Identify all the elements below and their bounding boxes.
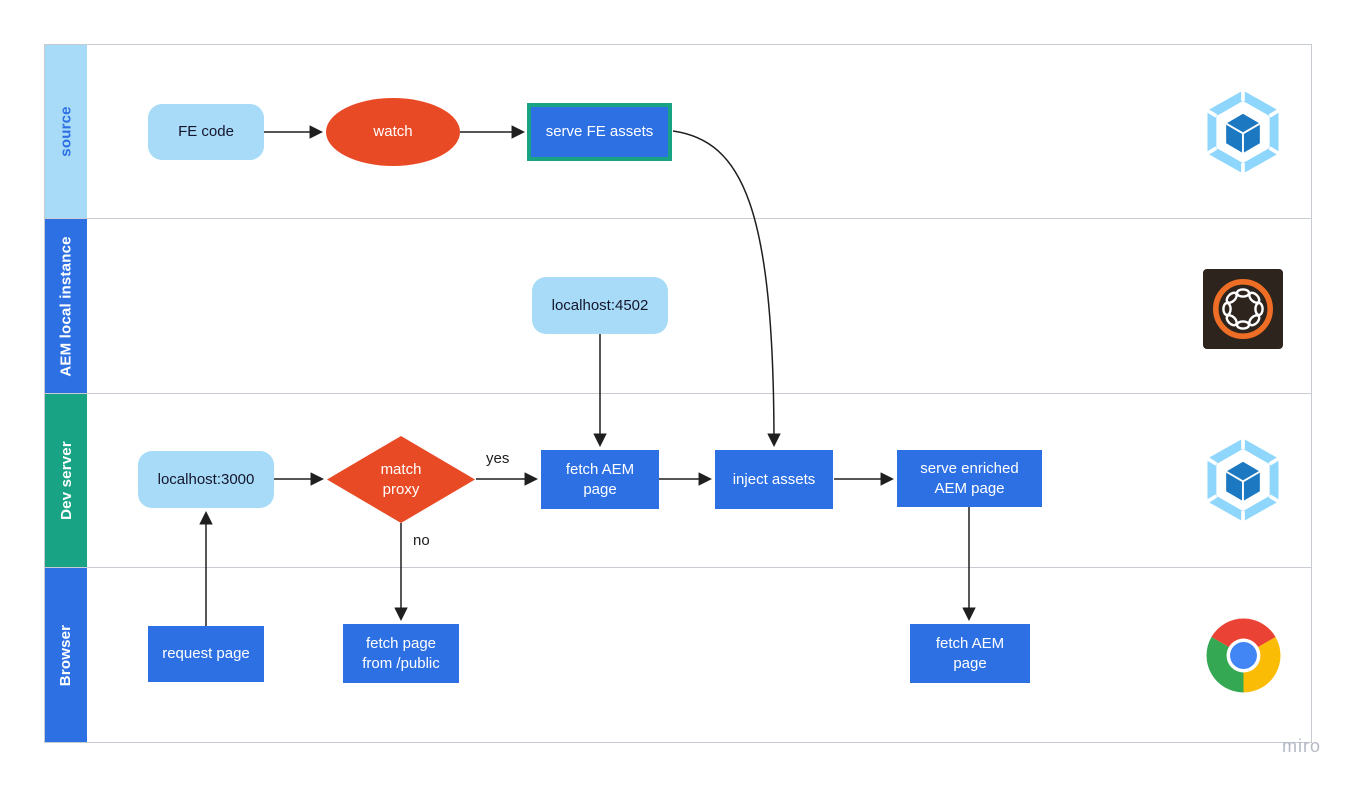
node-fetch-aem-page-dev[interactable]: fetch AEM page [541,450,659,509]
node-fetch-page-from-public-label: fetch page from /public [362,635,440,672]
node-localhost-4502-label: localhost:4502 [551,296,649,314]
node-fetch-aem-page-browser-label: fetch AEM page [935,635,1005,672]
node-localhost-3000[interactable]: localhost:3000 [138,451,274,508]
lane-body-source [87,45,1311,218]
lane-browser: Browser [45,568,1311,742]
node-match-proxy-label: match proxy [380,461,422,498]
node-serve-enriched-aem-page[interactable]: serve enriched AEM page [897,450,1042,507]
swimlane-frame: source AEM local instance Dev server Bro… [44,44,1312,743]
node-localhost-3000-label: localhost:3000 [157,470,255,488]
chrome-icon[interactable] [1205,617,1282,694]
lane-aem-local-instance: AEM local instance [45,219,1311,394]
miro-watermark: miro [1282,736,1321,756]
node-serve-fe-assets[interactable]: serve FE assets [527,103,672,161]
node-fetch-page-from-public[interactable]: fetch page from /public [343,624,459,683]
node-fetch-aem-page-browser[interactable]: fetch AEM page [910,624,1030,683]
node-serve-enriched-aem-page-label: serve enriched AEM page [920,460,1019,497]
node-inject-assets[interactable]: inject assets [715,450,833,509]
node-fe-code[interactable]: FE code [148,104,264,160]
node-request-page[interactable]: request page [148,626,264,682]
lane-header-source[interactable]: source [45,45,87,218]
lane-header-browser-label: Browser [57,624,75,686]
lane-header-dev-server[interactable]: Dev server [45,394,87,567]
node-watch-label: watch [373,123,413,141]
node-watch[interactable]: watch [326,98,460,166]
aem-icon[interactable] [1203,268,1283,350]
edge-label-no: no [413,532,430,549]
node-serve-fe-assets-label: serve FE assets [545,123,654,141]
edge-label-yes: yes [486,450,510,467]
lane-header-browser[interactable]: Browser [45,568,87,742]
node-request-page-label: request page [162,645,250,663]
node-localhost-4502[interactable]: localhost:4502 [532,277,668,334]
lane-header-source-label: source [57,106,75,157]
node-fetch-aem-page-dev-label: fetch AEM page [565,461,635,498]
node-fe-code-label: FE code [178,123,234,141]
lane-body-browser [87,568,1311,742]
node-inject-assets-label: inject assets [732,470,816,488]
lane-header-aem-local-instance[interactable]: AEM local instance [45,219,87,393]
webpack-icon[interactable] [1206,437,1280,523]
lane-dev-server: Dev server [45,394,1311,568]
lane-header-dev-server-label: Dev server [57,441,75,520]
webpack-icon[interactable] [1206,89,1280,175]
lane-body-aem [87,219,1311,393]
lane-header-aem-label: AEM local instance [57,235,75,377]
